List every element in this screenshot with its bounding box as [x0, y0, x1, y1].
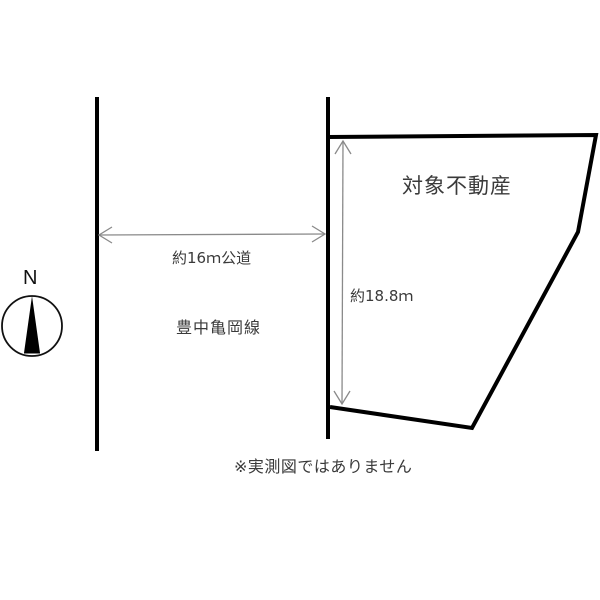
frontage-length-label: 約18.8ｍ	[350, 287, 414, 305]
compass-north-letter: N	[23, 267, 38, 289]
north-arrow-icon	[1, 295, 63, 357]
road-width-label: 約16ｍ公道	[172, 249, 252, 267]
disclaimer-note: ※実測図ではありません	[234, 457, 413, 476]
road-width-dimension-arrow	[97, 225, 327, 244]
property-label: 対象不動産	[402, 174, 512, 198]
property-parcel-outline	[327, 132, 599, 431]
frontage-dimension-arrow	[333, 139, 352, 406]
road-name-label: 豊中亀岡線	[176, 318, 262, 337]
